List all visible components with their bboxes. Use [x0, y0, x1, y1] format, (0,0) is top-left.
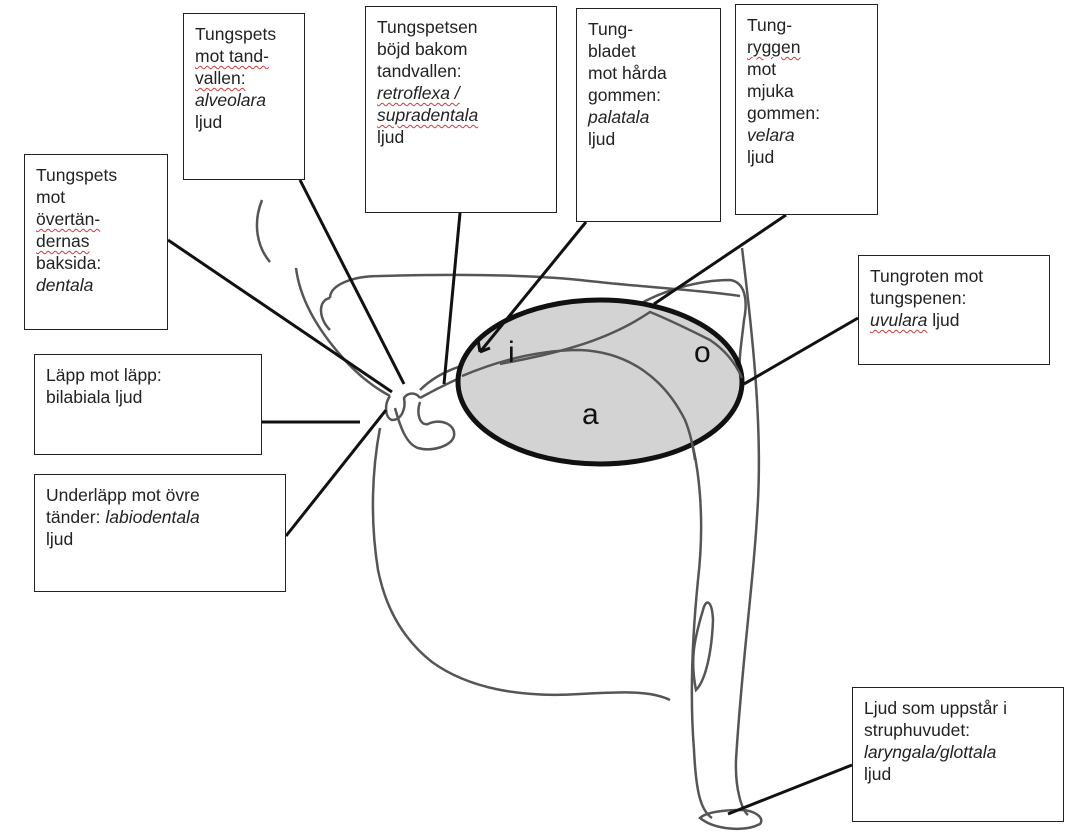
alveolar-line-2: mot tand-	[195, 45, 298, 67]
velar-line-1: Tung-	[747, 14, 871, 36]
bilabial-line-1: Läpp mot läpp:	[46, 364, 255, 386]
label-alveolar: Tungspets mot tand- vallen: alveolara lj…	[183, 13, 305, 180]
retroflex-line-1: Tungspetsen	[377, 16, 550, 38]
palatal-line-4: gommen:	[588, 84, 714, 106]
alveolar-line-1: Tungspets	[195, 23, 298, 45]
palatal-line-1: Tung-	[588, 18, 714, 40]
palatal-line-5: palatala	[588, 106, 714, 128]
dental-line-5: baksida:	[36, 252, 161, 274]
velar-line-5: gommen:	[747, 102, 871, 124]
alveolar-line-4: alveolara	[195, 89, 298, 111]
labiodental-line-2: tänder: labiodentala	[46, 506, 279, 528]
label-glottal: Ljud som uppstår i struphuvudet: larynga…	[852, 687, 1064, 822]
palatal-line-2: bladet	[588, 40, 714, 62]
uvular-suffix: ljud	[927, 310, 959, 330]
palatal-line-6: ljud	[588, 128, 714, 150]
velar-line-6: velara	[747, 124, 871, 146]
labiodental-term: labiodentala	[105, 507, 199, 527]
velar-line-7: ljud	[747, 146, 871, 168]
glottal-line-4: ljud	[864, 763, 1057, 785]
label-uvular: Tungroten mot tungspenen: uvulara ljud	[858, 255, 1050, 365]
leader-uvular	[744, 318, 858, 384]
leader-velar	[654, 215, 786, 304]
alveolar-line-5: ljud	[195, 111, 298, 133]
bilabial-line-2: bilabiala ljud	[46, 386, 255, 408]
dental-line-3: övertän-	[36, 208, 161, 230]
retroflex-line-2: böjd bakom	[377, 38, 550, 60]
uvular-line-1: Tungroten mot	[870, 265, 1043, 287]
retroflex-line-4: retroflexa /	[377, 82, 550, 104]
uvular-term: uvulara	[870, 310, 927, 330]
glottal-line-1: Ljud som uppstår i	[864, 697, 1057, 719]
label-retroflex: Tungspetsen böjd bakom tandvallen: retro…	[365, 6, 557, 213]
uvular-line-3: uvulara ljud	[870, 309, 1043, 331]
velar-line-2: ryggen	[747, 36, 871, 58]
label-velar: Tung- ryggen mot mjuka gommen: velara lj…	[735, 4, 878, 215]
dental-line-6: dentala	[36, 274, 161, 296]
pharynx-back-wall	[736, 248, 759, 815]
retroflex-line-5: supradentala	[377, 104, 550, 126]
label-palatal: Tung- bladet mot hårda gommen: palatala …	[576, 8, 721, 222]
label-labiodental: Underläpp mot övre tänder: labiodentala …	[34, 474, 286, 592]
labiodental-line-1: Underläpp mot övre	[46, 484, 279, 506]
label-dental: Tungspets mot övertän- dernas baksida: d…	[24, 154, 168, 330]
leader-labiodental	[286, 410, 386, 536]
retroflex-line-6: ljud	[377, 126, 550, 148]
chin-jaw-outline	[373, 428, 670, 700]
alveolar-line-3: vallen:	[195, 67, 298, 89]
leader-glottal	[728, 765, 852, 814]
upper-lip-outline	[386, 394, 420, 421]
retroflex-line-3: tandvallen:	[377, 60, 550, 82]
dental-line-1: Tungspets	[36, 164, 161, 186]
labiodental-prefix: tänder:	[46, 507, 105, 527]
velar-line-4: mjuka	[747, 80, 871, 102]
dental-line-2: mot	[36, 186, 161, 208]
labiodental-line-3: ljud	[46, 528, 279, 550]
vowel-i: i	[508, 338, 515, 368]
label-bilabial: Läpp mot läpp: bilabiala ljud	[34, 354, 262, 455]
nose-bridge-outline	[257, 200, 270, 262]
leader-retroflex	[444, 213, 460, 384]
palatal-line-3: mot hårda	[588, 62, 714, 84]
glottal-line-3: laryngala/glottala	[864, 741, 1057, 763]
velar-line-3: mot	[747, 58, 871, 80]
vowel-o: o	[694, 338, 711, 368]
uvular-line-2: tungspenen:	[870, 287, 1043, 309]
nasal-floor-outline	[321, 298, 330, 330]
glottal-line-2: struphuvudet:	[864, 719, 1057, 741]
vowel-a: a	[582, 400, 599, 430]
dental-line-4: dernas	[36, 230, 161, 252]
